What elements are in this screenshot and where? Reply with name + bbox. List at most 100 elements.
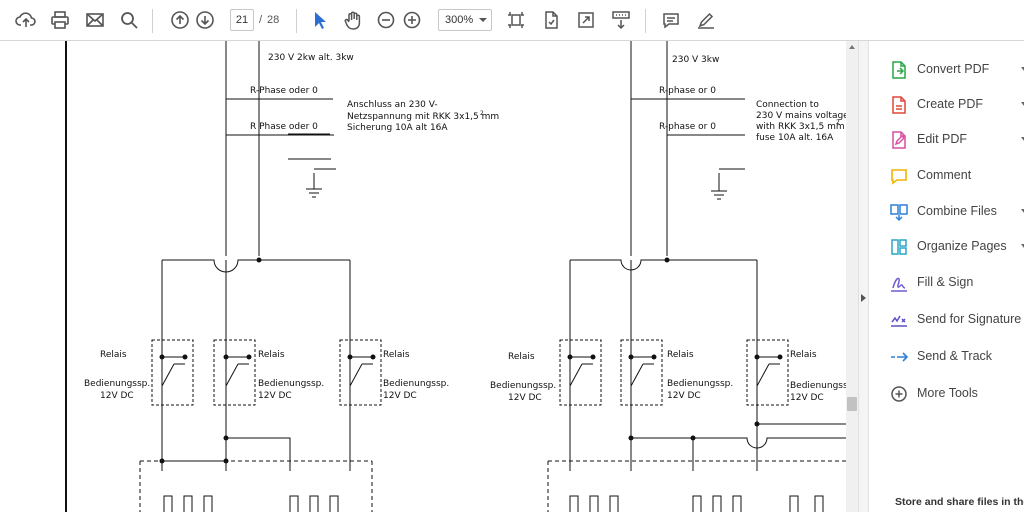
tool-label: Send & Track xyxy=(917,349,993,363)
phase-label-right-2: R-phase or 0 xyxy=(659,122,716,132)
tool-more-tools[interactable]: More Tools xyxy=(869,378,1024,408)
bus-lines xyxy=(161,259,351,471)
bedien-label: Bedienungssp. xyxy=(84,379,150,389)
power-label: 230 V 2kw alt. 3kw xyxy=(268,53,354,63)
relais-label: Relais xyxy=(383,350,410,360)
document-scrollbar[interactable] xyxy=(846,41,858,512)
tools-panel: Convert PDF Create PDF Edit PDF Comment xyxy=(868,41,1024,512)
relay-boxes-right xyxy=(559,339,789,406)
phase-leads-right xyxy=(631,98,745,136)
organize-pages-icon xyxy=(889,237,909,257)
tool-label: Fill & Sign xyxy=(917,275,974,289)
volt-label: 12V DC xyxy=(383,391,417,401)
draw-icon[interactable] xyxy=(692,6,720,34)
chevron-down-icon[interactable] xyxy=(1021,67,1024,71)
connection-note-line2: Netzspannung mit RKK 3x1,5 mm xyxy=(347,112,499,122)
relais-label: Relais xyxy=(508,352,535,362)
store-share-text: Store and share files in the xyxy=(895,496,1024,508)
page-number-input[interactable]: 21 xyxy=(230,9,254,31)
document-page[interactable]: 230 V 2kw alt. 3kw R-Phase oder 0 R Phas… xyxy=(0,41,846,512)
power-label-right: 230 V 3kw xyxy=(672,55,719,65)
panel-divider[interactable] xyxy=(858,41,868,512)
relay-contact xyxy=(225,356,249,387)
chevron-down-icon[interactable] xyxy=(1021,244,1024,248)
more-tools-icon xyxy=(889,384,909,404)
chevron-down-icon[interactable] xyxy=(1021,137,1024,141)
tool-fill-sign[interactable]: Fill & Sign xyxy=(869,267,1024,297)
volt-label: 12V DC xyxy=(508,393,542,403)
relay-contact xyxy=(349,356,373,387)
zoom-in-icon[interactable] xyxy=(398,6,426,34)
lower-wires-right xyxy=(631,423,846,471)
tool-send-for-signature[interactable]: Send for Signature xyxy=(869,304,1024,334)
note-leaders xyxy=(288,133,331,160)
scroll-mode-icon[interactable] xyxy=(607,6,635,34)
tool-label: Send for Signature xyxy=(917,312,1022,326)
fill-sign-icon xyxy=(889,273,909,293)
print-icon[interactable] xyxy=(46,6,74,34)
fullscreen-icon[interactable] xyxy=(572,6,600,34)
bedien-label: Bedienungssp. xyxy=(383,379,449,389)
relay-contact xyxy=(161,356,185,387)
tool-combine-files[interactable]: Combine Files xyxy=(869,196,1024,226)
fit-page-icon[interactable] xyxy=(502,6,530,34)
bedien-label: Bedienungss xyxy=(790,381,846,391)
tool-label: Comment xyxy=(917,168,972,182)
connection-note-right-line1: Connection to xyxy=(756,100,819,110)
terminal-block-right xyxy=(547,460,846,512)
lower-wires xyxy=(162,437,291,471)
supply-wires-right xyxy=(630,41,668,256)
create-pdf-icon xyxy=(889,95,909,115)
supply-wires xyxy=(225,41,260,256)
relais-label: Relais xyxy=(667,350,694,360)
tool-create-pdf[interactable]: Create PDF xyxy=(869,89,1024,119)
chevron-down-icon[interactable] xyxy=(1021,102,1024,106)
scrollbar-thumb[interactable] xyxy=(847,397,857,411)
volt-label: 12V DC xyxy=(100,391,134,401)
collapse-panel-icon[interactable] xyxy=(861,294,866,302)
toolbar-separator xyxy=(152,9,153,33)
phase-label-right-1: R-phase or 0 xyxy=(659,86,716,96)
rotate-icon[interactable] xyxy=(537,6,565,34)
search-icon[interactable] xyxy=(115,6,143,34)
tool-label: Create PDF xyxy=(917,97,983,111)
bedien-label: Bedienungssp. xyxy=(667,379,733,389)
chevron-down-icon[interactable] xyxy=(1021,209,1024,213)
connection-note-line3: Sicherung 10A alt 16A xyxy=(347,123,448,133)
tool-send-track[interactable]: Send & Track xyxy=(869,341,1024,371)
upload-cloud-icon[interactable] xyxy=(12,6,40,34)
email-icon[interactable] xyxy=(81,6,109,34)
relais-label: Relais xyxy=(100,350,127,360)
tool-comment[interactable]: Comment xyxy=(869,160,1024,190)
terminal-pins-right xyxy=(569,495,824,512)
phase-label-1: R-Phase oder 0 xyxy=(250,86,318,96)
toolbar-separator xyxy=(296,9,297,33)
bedien-label: Bedienungssp. xyxy=(258,379,324,389)
select-cursor-icon[interactable] xyxy=(305,6,333,34)
tool-convert-pdf[interactable]: Convert PDF xyxy=(869,54,1024,84)
tool-label: Edit PDF xyxy=(917,132,968,146)
relais-label: Relais xyxy=(258,350,285,360)
combine-files-icon xyxy=(889,202,909,222)
ground-symbol-right xyxy=(711,168,745,200)
wiring-diagram: 230 V 2kw alt. 3kw R-Phase oder 0 R Phas… xyxy=(65,41,846,512)
convert-pdf-icon xyxy=(889,60,909,80)
send-signature-icon xyxy=(889,310,909,330)
scroll-up-icon[interactable] xyxy=(849,45,855,49)
page-down-icon[interactable] xyxy=(191,6,219,34)
page-up-icon[interactable] xyxy=(166,6,194,34)
superscript-2: 2 xyxy=(836,119,840,126)
tool-label: Combine Files xyxy=(917,204,997,218)
relay-contact xyxy=(569,356,593,387)
tool-organize-pages[interactable]: Organize Pages xyxy=(869,231,1024,261)
tool-edit-pdf[interactable]: Edit PDF xyxy=(869,124,1024,154)
page-separator: / xyxy=(259,14,263,26)
relais-label: Relais xyxy=(790,350,817,360)
phase-label-2: R Phase oder 0 xyxy=(250,122,318,132)
page-total: 28 xyxy=(267,14,280,26)
hand-tool-icon[interactable] xyxy=(339,6,367,34)
zoom-out-icon[interactable] xyxy=(372,6,400,34)
comment-icon[interactable] xyxy=(657,6,685,34)
zoom-select[interactable]: 300% xyxy=(438,9,492,31)
